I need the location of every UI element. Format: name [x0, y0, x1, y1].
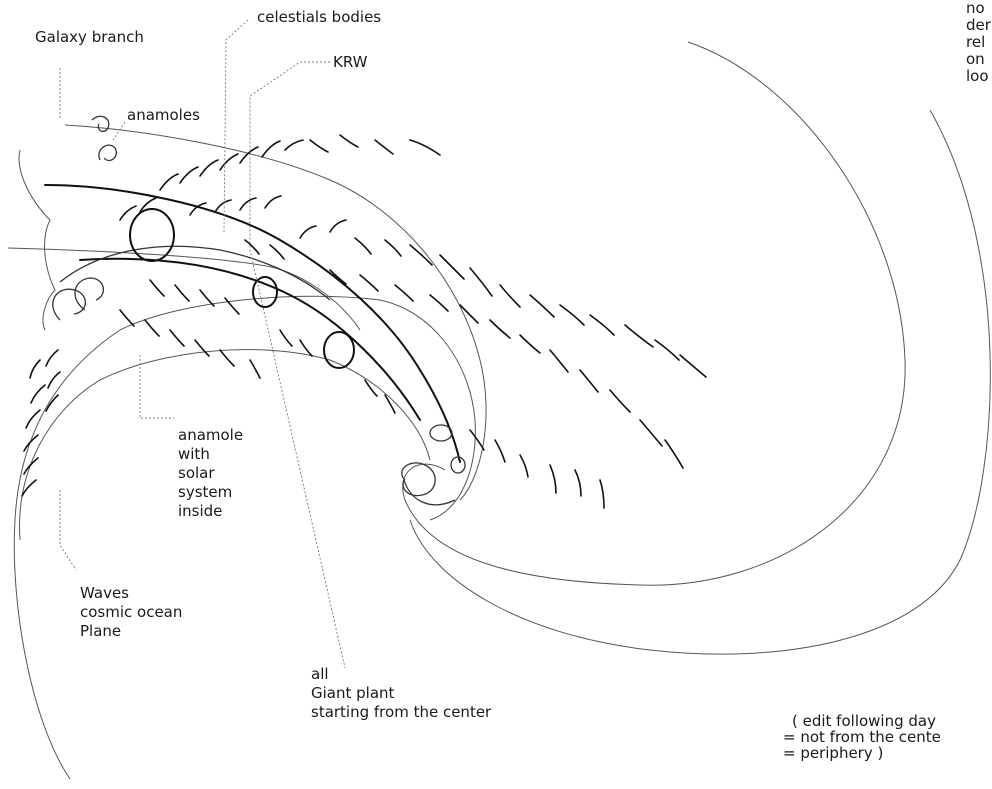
outermost-spiral-arm	[410, 110, 990, 654]
curl-left-1	[75, 278, 103, 310]
galaxy-branch-stem	[19, 150, 55, 330]
curl-left-2	[53, 289, 86, 320]
label-anamole-solar: anamole with solar system inside	[178, 426, 248, 520]
label-corner-note: no der rel on loo	[966, 0, 992, 85]
left-inner-curve	[20, 350, 430, 540]
anamole-loop-1	[130, 209, 174, 261]
leader-anamoles	[113, 122, 125, 140]
krw-arc-3	[60, 246, 330, 300]
left-edge-line	[8, 248, 360, 330]
label-waves: Waves cosmic ocean Plane	[80, 584, 187, 640]
label-giant-plant: all Giant plant starting from the center	[311, 665, 492, 721]
krw-arc-1	[45, 185, 460, 462]
curl-top	[92, 116, 116, 160]
anamole-loop-5	[451, 457, 465, 473]
label-edit-note: ( edit following day = not from the cent…	[783, 712, 946, 762]
label-anamoles: anamoles	[127, 106, 200, 124]
leader-anamole-solar	[140, 355, 174, 418]
label-celestial-bodies: celestials bodies	[257, 8, 381, 26]
anamole-loop-4	[430, 425, 452, 441]
leader-waves	[60, 490, 76, 570]
anamole-loop-2	[253, 277, 277, 307]
upper-arc	[65, 125, 486, 500]
outer-spiral-arm	[403, 42, 905, 585]
anamole-loop-3	[324, 332, 354, 368]
label-krw: KRW	[333, 53, 368, 71]
label-galaxy-branch: Galaxy branch	[35, 28, 144, 46]
